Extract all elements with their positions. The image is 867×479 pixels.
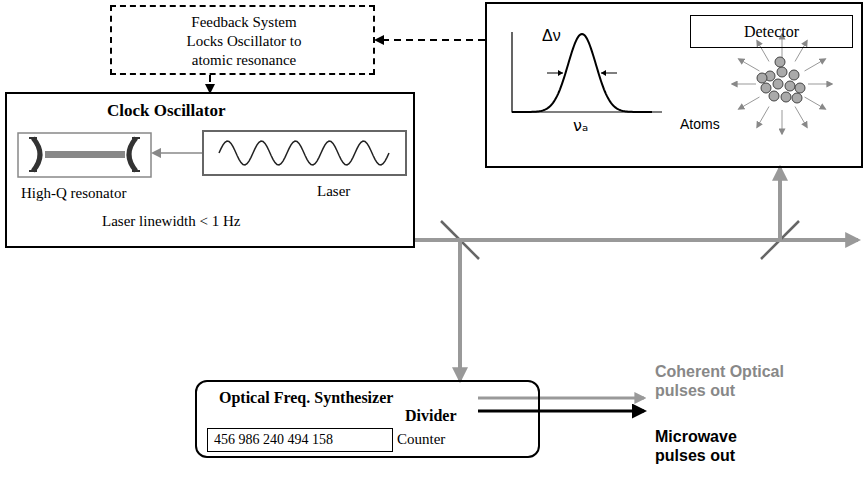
- resonator-box: High-Q resonator: [17, 132, 152, 208]
- laser-beam: [415, 168, 780, 240]
- optical-output-arrow: [478, 397, 644, 400]
- output-label: Microwave pulses out: [655, 427, 780, 465]
- spec-note: Laser linewidth < 1 Hz: [102, 212, 240, 231]
- beam-out: [780, 238, 858, 242]
- feedback-signal: [376, 39, 485, 41]
- box-subtitle: Divider: [405, 406, 457, 426]
- part-name: High-Q resonator: [21, 184, 126, 203]
- atom-reference-box: Δν νₐ Atoms Detector: [485, 2, 863, 168]
- feedback-box: Feedback System Locks Oscillator to atom…: [110, 5, 375, 75]
- output-label: Coherent Optical pulses out: [655, 362, 805, 400]
- counter-label: Counter: [397, 430, 445, 449]
- box-title: Optical Freq. Synthesizer: [219, 388, 393, 408]
- microwave-output-arrow: [478, 410, 644, 413]
- counter-value: 456 986 240 494 158: [214, 431, 333, 449]
- laser-to-cavity: [153, 152, 202, 154]
- counter-box: 456 986 240 494 158: [207, 428, 393, 452]
- synthesizer-box: Optical Freq. SynthesizerDividerCounter 4…: [195, 380, 540, 458]
- detector-box: Detector: [690, 15, 853, 48]
- box-title: Detector: [691, 22, 852, 42]
- laser-beam: [415, 240, 460, 380]
- laser-box: Laser: [202, 130, 407, 206]
- part-name: Laser: [317, 182, 350, 201]
- frequency-symbol: νₐ: [573, 116, 588, 136]
- resonator-drawing: [17, 132, 152, 178]
- clock-oscillator-box: Clock OscillatorLaser linewidth < 1 Hz Hi…: [5, 92, 415, 248]
- laser-drawing: [202, 130, 407, 176]
- linewidth-symbol: Δν: [542, 26, 561, 46]
- feedback-signal: [209, 75, 211, 92]
- feedback-text: Feedback System Locks Oscillator to atom…: [174, 13, 314, 69]
- atoms-label: Atoms: [680, 116, 720, 134]
- box-title: Clock Oscillator: [107, 100, 226, 121]
